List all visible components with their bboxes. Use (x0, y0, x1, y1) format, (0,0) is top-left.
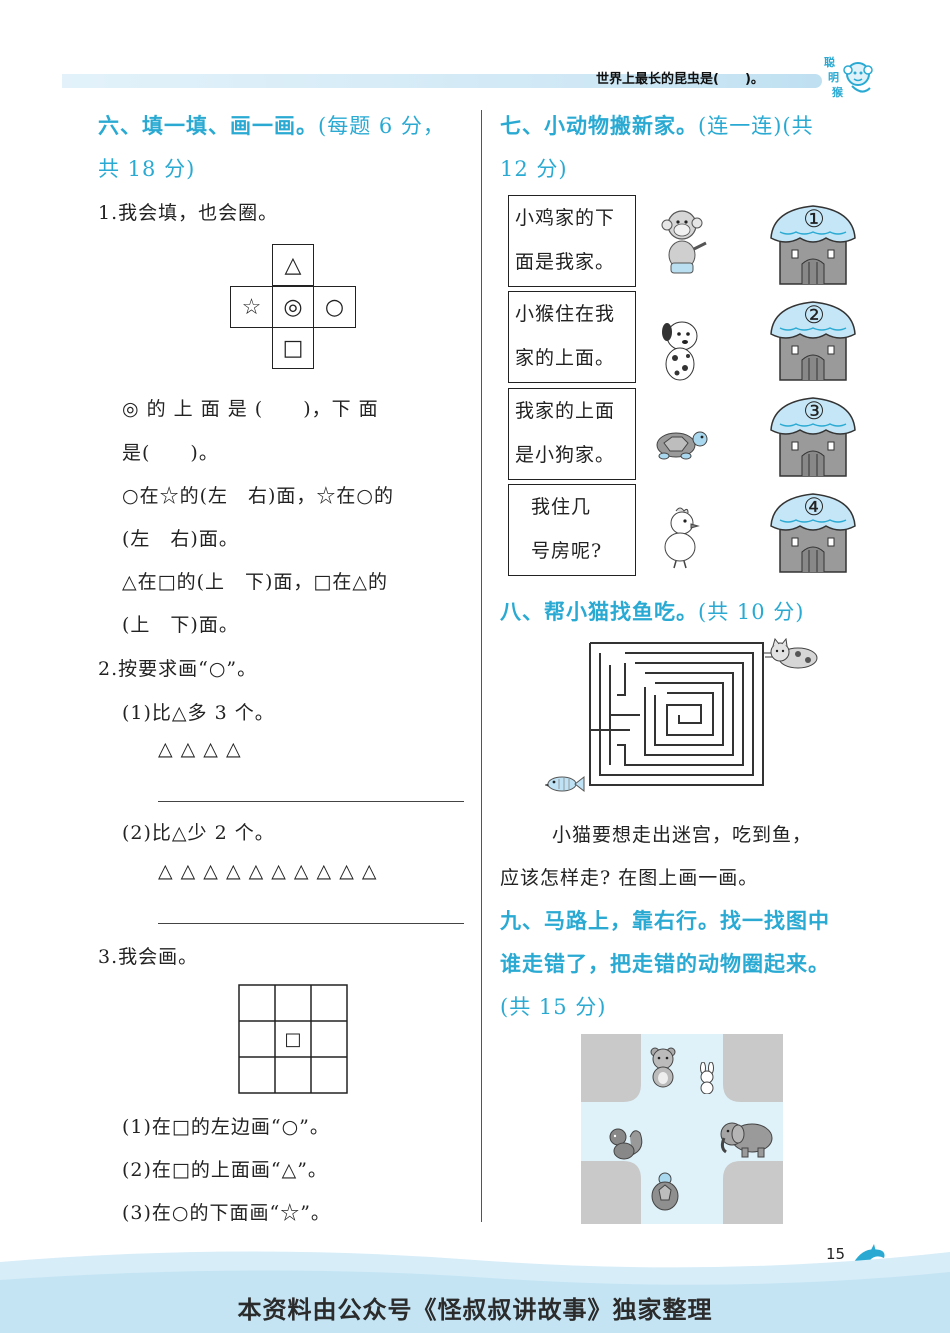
section7-score-a: (连一连)(共 (698, 114, 814, 138)
house-number-2: ② (803, 301, 825, 329)
house-4[interactable] (768, 490, 858, 574)
answer-line-1[interactable] (158, 801, 464, 802)
q3-sub2: (2)在□的上面画“△”。 (122, 1159, 328, 1181)
svg-text:明: 明 (828, 71, 839, 84)
maze[interactable] (545, 635, 820, 800)
answer-line-2[interactable] (158, 923, 464, 924)
footer-notice: 本资料由公众号《怪叔叔讲故事》独家整理 (237, 1296, 713, 1324)
q3-sub1: (1)在□的左边画“○”。 (122, 1116, 330, 1138)
turtle-road-icon[interactable] (648, 1172, 682, 1212)
section7-heading: 七、小动物搬新家。(连一连)(共 (500, 110, 814, 140)
dalmatian-dog-icon[interactable] (655, 318, 705, 384)
q3-sub3: (3)在○的下面画“☆”。 (122, 1202, 331, 1224)
house-2[interactable] (768, 298, 858, 382)
speech-bubble-monkey: 小鸡家的下 面是我家。 (508, 195, 636, 287)
svg-text:猴: 猴 (832, 85, 844, 99)
chick-icon[interactable] (658, 505, 704, 569)
s8-line2: 应该怎样走? 在图上画一画。 (500, 867, 759, 889)
header-bar (62, 74, 822, 88)
header-fact: 世界上最长的昆虫是( )。 (596, 72, 764, 87)
bear-icon[interactable] (648, 1046, 678, 1088)
cross-cell-top: △ (272, 244, 314, 286)
cross-cell-center: ◎ (272, 286, 314, 328)
bubble-text: 小猴住在我 (515, 303, 616, 325)
speech-bubble-chick: 我住几 号房呢? (508, 484, 636, 576)
turtle-icon[interactable] (650, 425, 710, 463)
bubble-text: 我住几 (531, 496, 592, 518)
section7-title: 七、小动物搬新家。 (500, 114, 698, 138)
bubble-text: 面是我家。 (515, 251, 616, 273)
bubble-text: 小鸡家的下 (515, 207, 616, 229)
section6-heading: 六、填一填、画一画。(每题 6 分， (98, 110, 445, 140)
section8-score: (共 10 分) (698, 600, 805, 624)
section7-score-b: 12 分) (500, 157, 568, 181)
section9-score: (共 15 分) (500, 995, 607, 1019)
bubble-text: 家的上面。 (515, 347, 616, 369)
q1-line4: (左 右)面。 (122, 528, 239, 550)
cat-icon[interactable] (768, 637, 820, 670)
monkey-icon[interactable] (652, 205, 712, 281)
section9-title-line1: 九、马路上，靠右行。找一找图中 (500, 909, 830, 933)
q1-line5: △在□的(上 下)面，□在△的 (122, 571, 388, 593)
squirrel-icon[interactable] (606, 1125, 646, 1161)
footer-wave (0, 1232, 950, 1333)
cross-cell-left: ☆ (230, 286, 273, 328)
q1-line3: ○在☆的(左 右)面，☆在○的 (122, 485, 394, 507)
house-3[interactable] (768, 394, 858, 478)
section6-score-a: (每题 6 分， (318, 114, 445, 138)
bubble-text: 我家的上面 (515, 400, 616, 422)
q1-line6: (上 下)面。 (122, 614, 239, 636)
speech-bubble-turtle: 我家的上面 是小狗家。 (508, 388, 636, 480)
s8-line1: 小猫要想走出迷宫，吃到鱼， (552, 824, 813, 846)
section8-heading: 八、帮小猫找鱼吃。(共 10 分) (500, 596, 804, 626)
q1-title: 1.我会填，也会圈。 (98, 202, 279, 224)
q3-title: 3.我会画。 (98, 946, 199, 968)
elephant-icon[interactable] (718, 1118, 776, 1158)
section6-score-b: 共 18 分) (98, 157, 196, 181)
house-1[interactable] (768, 202, 858, 286)
cross-cell-bottom: □ (272, 327, 314, 369)
section9-title-line2: 谁走错了，把走错的动物圈起来。 (500, 952, 830, 976)
cross-cell-right: ○ (313, 286, 356, 328)
q1-line1: ◎ 的 上 面 是 ( )，下 面 (122, 398, 379, 420)
q2-sub2: (2)比△少 2 个。 (122, 822, 275, 844)
section8-title: 八、帮小猫找鱼吃。 (500, 600, 698, 624)
q1-line2: 是( )。 (122, 442, 219, 464)
drawing-grid[interactable] (238, 984, 348, 1094)
bubble-text: 号房呢? (531, 540, 603, 562)
page-number: 15 (826, 1245, 846, 1263)
fish-icon[interactable] (545, 773, 585, 795)
speech-bubble-dog: 小猴住在我 家的上面。 (508, 291, 636, 383)
house-number-3: ③ (803, 397, 825, 425)
monkey-logo-icon: 聪 明 猴 (822, 52, 874, 100)
house-number-4: ④ (803, 493, 825, 521)
column-divider (481, 110, 482, 1222)
q2-sub1-shapes: △ △ △ △ (158, 738, 242, 760)
bubble-text: 是小狗家。 (515, 444, 616, 466)
q2-title: 2.按要求画“○”。 (98, 658, 258, 680)
grid-center-square: □ (284, 1028, 302, 1050)
svg-text:聪: 聪 (824, 55, 835, 69)
section6-title: 六、填一填、画一画。 (98, 114, 318, 138)
q2-sub1: (1)比△多 3 个。 (122, 702, 275, 724)
rabbit-icon[interactable] (696, 1061, 718, 1095)
house-number-1: ① (803, 205, 825, 233)
q2-sub2-shapes: △ △ △ △ △ △ △ △ △ △ (158, 860, 378, 882)
